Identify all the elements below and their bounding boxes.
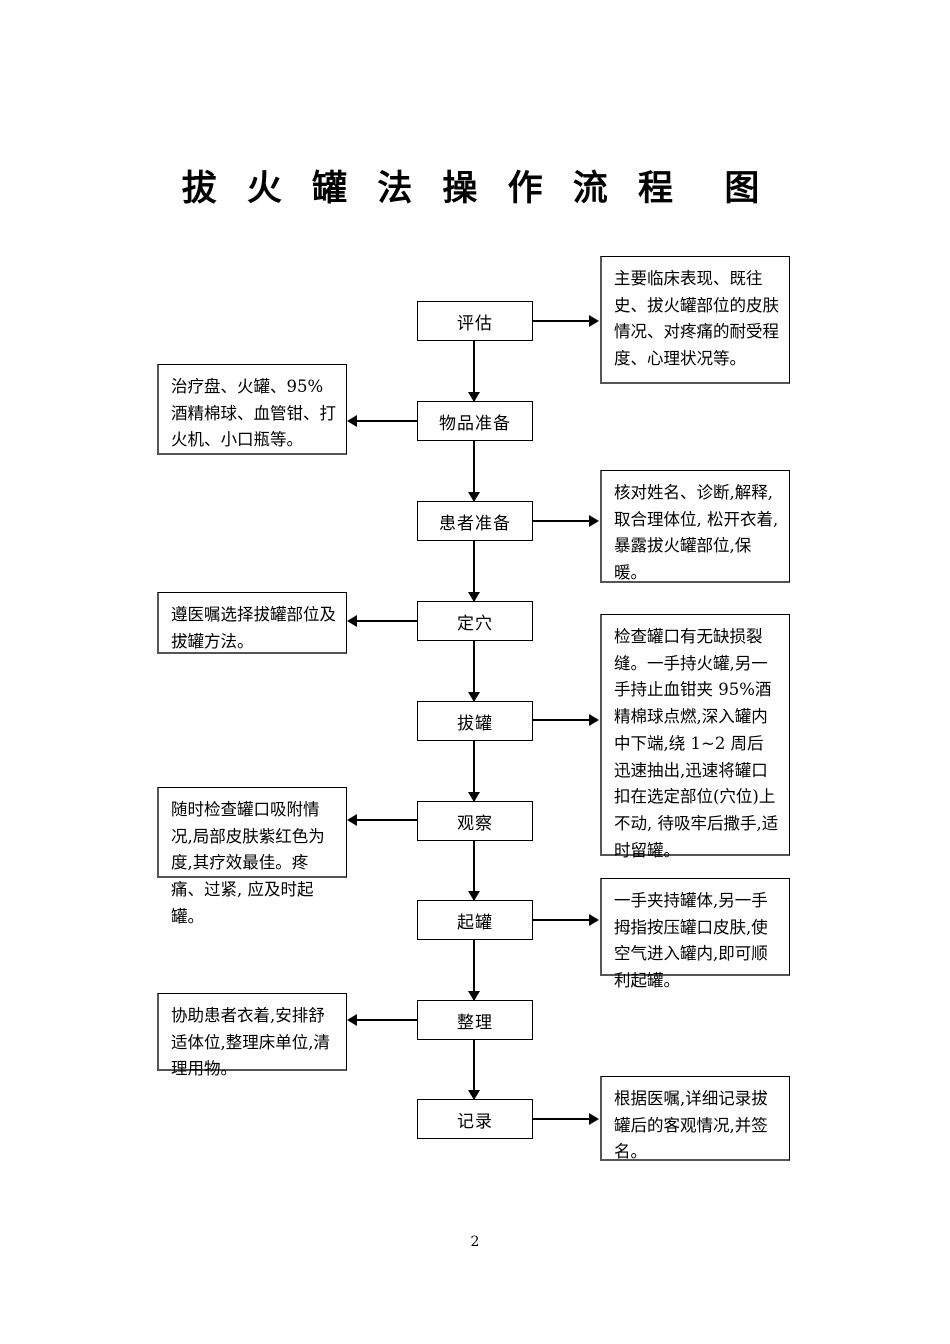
note-cupping: 检查罐口有无缺损裂缝。一手持火罐,另一手持止血钳夹 95%酒精棉球点燃,深入罐内… <box>600 614 790 860</box>
note-remove-cup-text: 一手夹持罐体,另一手拇指按压罐口皮肤,使空气进入罐内,即可顺利起罐。 <box>614 891 768 991</box>
connector-cupping-to-note <box>533 719 593 721</box>
arrow-down-tidy-up <box>468 991 480 1001</box>
connector-remove-to-tidy <box>473 940 475 1000</box>
note-supplies-text: 治疗盘、火罐、95%酒精棉球、血管钳、打火机、小口瓶等。 <box>171 377 336 450</box>
flow-node-supplies[interactable]: 物品准备 <box>417 401 533 441</box>
connector-assess-to-note <box>533 320 593 322</box>
flow-node-observe-label: 观察 <box>457 813 493 834</box>
arrow-down-supplies <box>468 392 480 402</box>
connector-supplies-to-patient <box>473 441 475 501</box>
connector-patient-to-locate <box>473 541 475 601</box>
arrow-right-cupping-note <box>589 714 599 726</box>
note-remove-cup: 一手夹持罐体,另一手拇指按压罐口皮肤,使空气进入罐内,即可顺利起罐。 <box>600 878 790 990</box>
note-record: 根据医嘱,详细记录拔罐后的客观情况,并签名。 <box>600 1076 790 1161</box>
connector-tidy-to-record <box>473 1040 475 1099</box>
connector-assess-to-supplies <box>473 341 475 401</box>
flow-node-tidy-up[interactable]: 整理 <box>417 1000 533 1040</box>
flow-node-cupping-label: 拔罐 <box>457 713 493 734</box>
arrow-right-remove-note <box>589 914 599 926</box>
connector-observe-to-note <box>357 819 417 821</box>
note-locate-point: 遵医嘱选择拔罐部位及拔罐方法。 <box>157 592 347 654</box>
arrow-down-patient-prep <box>468 492 480 502</box>
note-tidy-up-text: 协助患者衣着,安排舒适体位,整理床单位,清理用物。 <box>171 1006 330 1079</box>
connector-patient-to-note <box>533 520 593 522</box>
note-record-text: 根据医嘱,详细记录拔罐后的客观情况,并签名。 <box>614 1089 768 1162</box>
connector-locate-to-cupping <box>473 641 475 701</box>
note-tidy-up: 协助患者衣着,安排舒适体位,整理床单位,清理用物。 <box>157 993 347 1078</box>
connector-locate-to-note <box>357 620 417 622</box>
arrow-left-tidy-note <box>347 1014 357 1026</box>
flow-node-assess[interactable]: 评估 <box>417 301 533 341</box>
flow-node-remove-cup-label: 起罐 <box>457 912 493 933</box>
arrow-right-patient-note <box>589 515 599 527</box>
arrow-down-locate-point <box>468 592 480 602</box>
flow-node-supplies-label: 物品准备 <box>439 413 511 434</box>
arrow-down-observe <box>468 792 480 802</box>
flow-node-observe[interactable]: 观察 <box>417 801 533 841</box>
flow-node-patient-prep[interactable]: 患者准备 <box>417 501 533 541</box>
arrow-left-supplies-note <box>347 415 357 427</box>
arrow-right-record-note <box>589 1113 599 1125</box>
flow-node-cupping[interactable]: 拔罐 <box>417 701 533 741</box>
connector-supplies-to-note <box>357 420 417 422</box>
flow-node-locate-point[interactable]: 定穴 <box>417 601 533 641</box>
arrow-right-assess-note <box>589 315 599 327</box>
connector-record-to-note <box>533 1118 593 1120</box>
note-locate-point-text: 遵医嘱选择拔罐部位及拔罐方法。 <box>171 605 336 651</box>
note-patient-prep-text: 核对姓名、诊断,解释,取合理体位, 松开衣着,暴露拔火罐部位,保暖。 <box>614 483 779 583</box>
arrow-left-observe-note <box>347 814 357 826</box>
note-assess-text: 主要临床表现、既往史、拔火罐部位的皮肤情况、对疼痛的耐受程度、心理状况等。 <box>614 269 779 369</box>
note-observe: 随时检查罐口吸附情况,局部皮肤紫红色为度,其疗效最佳。疼痛、过紧, 应及时起罐。 <box>157 787 347 926</box>
note-patient-prep: 核对姓名、诊断,解释,取合理体位, 松开衣着,暴露拔火罐部位,保暖。 <box>600 470 790 583</box>
arrow-down-record <box>468 1090 480 1100</box>
flow-node-locate-point-label: 定穴 <box>457 613 493 634</box>
flow-node-remove-cup[interactable]: 起罐 <box>417 900 533 940</box>
note-observe-text: 随时检查罐口吸附情况,局部皮肤紫红色为度,其疗效最佳。疼痛、过紧, 应及时起罐。 <box>171 800 325 926</box>
page-number: 2 <box>470 1234 480 1250</box>
flow-node-patient-prep-label: 患者准备 <box>439 513 511 534</box>
flow-node-record[interactable]: 记录 <box>417 1099 533 1139</box>
arrow-left-locate-note <box>347 615 357 627</box>
note-supplies: 治疗盘、火罐、95%酒精棉球、血管钳、打火机、小口瓶等。 <box>157 364 347 455</box>
flow-node-record-label: 记录 <box>457 1111 493 1132</box>
connector-observe-to-remove <box>473 841 475 900</box>
page-title: 拔 火 罐 法 操 作 流 程 图 <box>181 168 769 209</box>
note-cupping-text: 检查罐口有无缺损裂缝。一手持火罐,另一手持止血钳夹 95%酒精棉球点燃,深入罐内… <box>614 627 779 860</box>
flow-node-assess-label: 评估 <box>457 313 493 334</box>
flow-node-tidy-up-label: 整理 <box>457 1012 493 1033</box>
connector-tidy-to-note <box>357 1019 417 1021</box>
connector-remove-to-note <box>533 919 593 921</box>
note-assess: 主要临床表现、既往史、拔火罐部位的皮肤情况、对疼痛的耐受程度、心理状况等。 <box>600 256 790 384</box>
arrow-down-remove-cup <box>468 891 480 901</box>
connector-cupping-to-observe <box>473 741 475 801</box>
arrow-down-cupping <box>468 692 480 702</box>
